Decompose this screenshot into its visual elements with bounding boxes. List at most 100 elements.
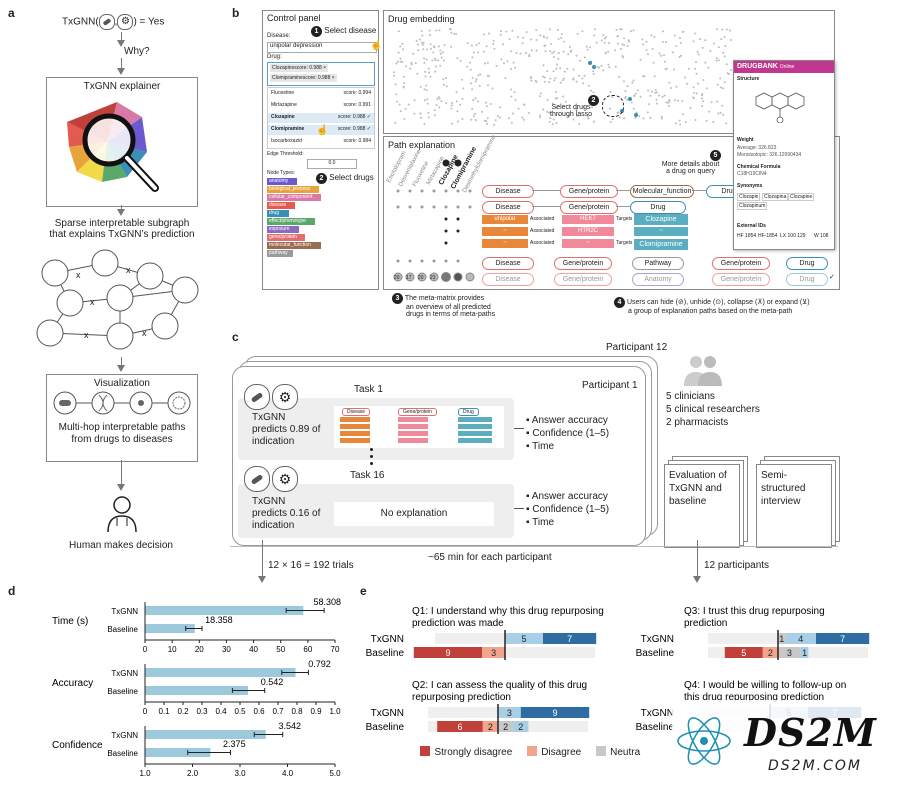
panel-a-label: a <box>8 6 15 20</box>
path-cell-gene[interactable]: HEK7 <box>562 215 614 224</box>
path-cell-disease[interactable]: unipolar depres... <box>482 215 528 231</box>
embedding-point <box>673 68 675 71</box>
embedding-point <box>564 100 567 103</box>
embedding-point <box>615 28 618 31</box>
participant1-label: Participant 1 <box>582 380 638 391</box>
embedding-point <box>482 50 485 53</box>
question-title: Q1: I understand why this drug repurposi… <box>412 606 604 617</box>
embedding-point <box>535 29 538 32</box>
embedding-point <box>680 54 682 57</box>
embedding-point <box>468 61 471 64</box>
path-node-disease[interactable]: Disease <box>482 201 534 214</box>
arrow-a3-head <box>117 209 125 216</box>
embedding-scatter[interactable] <box>384 11 834 133</box>
edge-threshold-input[interactable]: 0.0 <box>307 159 357 169</box>
embedding-point <box>716 100 719 103</box>
path-cell-gene[interactable]: HTR2C <box>562 227 614 236</box>
embedding-point <box>581 30 584 33</box>
embedding-point <box>428 71 431 74</box>
embedding-point <box>551 123 554 126</box>
drug-list-item[interactable]: Isocarboxazid <box>271 138 302 144</box>
trials-text: 12 × 16 = 192 trials <box>268 560 354 571</box>
embedding-point <box>589 89 592 92</box>
data-label: 2.375 <box>223 739 246 749</box>
path-node-anatomy[interactable]: Anatomy <box>632 273 684 286</box>
path-node-molecular-function[interactable]: Molecular_function <box>630 185 694 198</box>
path-cell-gene[interactable]: ~ <box>562 239 614 248</box>
embedding-point <box>596 66 599 68</box>
embedding-point <box>502 43 505 46</box>
path-cell-disease[interactable]: ~ <box>482 239 528 248</box>
path-node-pathway[interactable]: Pathway <box>632 257 684 270</box>
task16-label: Task 16 <box>350 470 385 481</box>
drug-list-item[interactable]: Mirtazapine <box>271 102 297 108</box>
question-title: prediction <box>684 618 727 629</box>
embedding-point <box>435 104 438 107</box>
embedding-point <box>522 36 525 39</box>
bar-track <box>708 647 868 658</box>
path-node-gene[interactable]: Gene/protein <box>560 185 618 198</box>
embedding-point <box>500 58 503 61</box>
drugbank-card[interactable]: DRUGBANK Online Structure Weight Average… <box>733 60 835 250</box>
meta-matrix[interactable] <box>384 137 484 287</box>
bar-track <box>428 707 588 718</box>
svg-text:x: x <box>126 265 131 275</box>
expand-toggle-icon[interactable]: ✓ <box>829 274 835 281</box>
embedding-point <box>512 61 515 64</box>
path-node-gene[interactable]: Gene/protein <box>560 201 618 214</box>
embedding-point <box>582 82 585 85</box>
path-node-drug[interactable]: Drug <box>786 257 828 270</box>
query-line: TxGNN(,⚙) = Yes <box>62 14 164 30</box>
path-node-disease[interactable]: Disease <box>482 257 534 270</box>
likert-segment <box>498 721 514 732</box>
embedding-point <box>437 59 440 62</box>
path-node-gene[interactable]: Gene/protein <box>712 273 770 286</box>
pill-icon <box>244 384 270 410</box>
selected-drug-chip[interactable]: Clomipraminescore: 0.988 × <box>270 74 337 82</box>
likert-segment <box>482 647 505 658</box>
embedding-point <box>609 120 612 123</box>
embedding-point <box>419 85 422 88</box>
arrow-a4-head <box>117 365 125 372</box>
path-cell-disease[interactable]: ~ <box>482 227 528 236</box>
selected-drug-chip[interactable]: Clozapinescore: 0.988 × <box>270 64 329 72</box>
embedding-point <box>475 44 478 46</box>
path-cell-drug[interactable]: Clozapine <box>634 214 688 225</box>
tick-label: 0.5 <box>234 707 246 716</box>
embedding-point <box>466 42 469 44</box>
arrow-a1-head <box>117 40 125 47</box>
embedding-point <box>634 116 637 119</box>
path-cell-drug[interactable]: ~ <box>634 227 688 236</box>
path-cell-drug[interactable]: Clomipramine <box>634 239 688 250</box>
path-node-drug[interactable]: Drug <box>786 273 828 286</box>
tick-label: 70 <box>331 645 340 654</box>
path-node-gene[interactable]: Gene/protein <box>554 273 612 286</box>
embedding-point <box>425 48 428 51</box>
embedding-point <box>469 68 472 71</box>
likert-segment <box>800 647 809 658</box>
embedding-point <box>483 119 486 122</box>
question-title: Q2: I can assess the quality of this dru… <box>412 680 587 691</box>
embedding-point <box>609 90 612 93</box>
embedding-point <box>578 74 581 77</box>
embedding-point <box>592 91 595 94</box>
embedding-point <box>692 86 695 89</box>
likert-segment <box>505 633 543 644</box>
path-node-gene[interactable]: Gene/protein <box>712 257 770 270</box>
embedding-point <box>586 115 589 118</box>
path-node-gene[interactable]: Gene/protein <box>554 257 612 270</box>
embedding-point <box>429 43 432 46</box>
path-node-disease[interactable]: Disease <box>482 273 534 286</box>
path-node-drug[interactable]: Drug <box>630 201 686 214</box>
disease-select[interactable]: unipolar depression <box>267 42 377 53</box>
drug-select[interactable]: Clozapinescore: 0.988 × Clomipraminescor… <box>267 62 375 86</box>
drug-list-item[interactable]: Clomipramine <box>271 126 305 132</box>
embedding-point <box>549 50 552 53</box>
drug-list-item[interactable]: Fluoxetine <box>271 90 295 96</box>
path-node-disease[interactable]: Disease <box>482 185 534 198</box>
likert-segment <box>520 707 590 718</box>
embedding-point <box>456 110 459 113</box>
embedding-point <box>543 80 546 83</box>
embedding-point <box>716 83 719 86</box>
drug-list-item[interactable]: Clozapine <box>271 114 295 120</box>
